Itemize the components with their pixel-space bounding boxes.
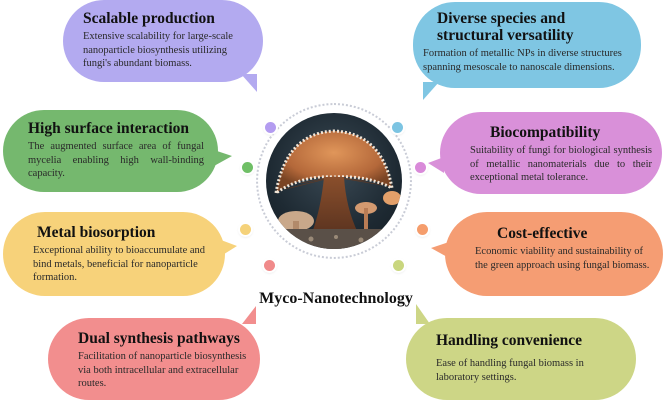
feature-title: Scalable production (83, 10, 215, 27)
mushroom-image (266, 113, 402, 249)
feature-title: Biocompatibility (490, 124, 601, 141)
bubble-tail (423, 82, 439, 100)
feature-bubble-high-surface-interaction: High surface interaction The augmented s… (3, 110, 232, 192)
feature-bubble-scalable-production: Scalable production Extensive scalabilit… (63, 0, 263, 92)
feature-description: Formation of metallic NPs in diverse str… (423, 48, 622, 73)
dot-lime-icon (393, 260, 404, 271)
feature-description: Economic viability and sustainability of… (475, 246, 650, 271)
bubble-tail (431, 242, 449, 258)
dot-green-icon (242, 162, 253, 173)
feature-bubble-cost-effective: Cost-effective Economic viability and su… (431, 212, 663, 296)
feature-title: Metal biosorption (37, 224, 156, 241)
mushroom-icon (266, 129, 402, 249)
feature-description: Suitability of fungi for biological synt… (470, 145, 652, 183)
bubble-tail (241, 74, 257, 92)
feature-description: Ease of handling fungal biomass in labor… (436, 358, 584, 383)
feature-bubble-diverse-species: Diverse species and structural versatili… (413, 2, 641, 100)
dot-blue-icon (392, 122, 403, 133)
bubble-tail (242, 306, 256, 324)
diagram-title: Myco-Nanotechnology (259, 290, 413, 307)
feature-description: Facilitation of nanoparticle biosynthesi… (78, 351, 247, 389)
feature-title: Diverse species and structural versatili… (437, 10, 574, 44)
dot-pink-icon (415, 162, 426, 173)
dotted-ring (256, 103, 412, 259)
dot-yellow-icon (240, 224, 251, 235)
bubble-tail (416, 304, 430, 324)
dot-purple-icon (265, 122, 276, 133)
dot-orange-icon (417, 224, 428, 235)
feature-title: High surface interaction (28, 120, 190, 137)
feature-title: Dual synthesis pathways (78, 330, 240, 347)
dot-red-icon (264, 260, 275, 271)
feature-bubble-metal-biosorption: Metal biosorption Exceptional ability to… (3, 212, 237, 296)
bubble-tail (428, 157, 444, 173)
bubble-tail (214, 150, 232, 166)
feature-title: Cost-effective (497, 225, 588, 242)
feature-bubble-biocompatibility: Biocompatibility Suitability of fungi fo… (428, 112, 662, 194)
bubble-tail (221, 240, 237, 256)
feature-description: Extensive scalability for large-scale na… (83, 31, 233, 69)
feature-description: Exceptional ability to bioaccumulate and… (33, 245, 206, 283)
feature-bubble-dual-synthesis: Dual synthesis pathways Facilitation of … (48, 306, 260, 400)
feature-title: Handling convenience (436, 332, 582, 349)
feature-description: The augmented surface area of fungal myc… (28, 141, 204, 179)
feature-bubble-handling-convenience: Handling convenience Ease of handling fu… (406, 304, 636, 400)
